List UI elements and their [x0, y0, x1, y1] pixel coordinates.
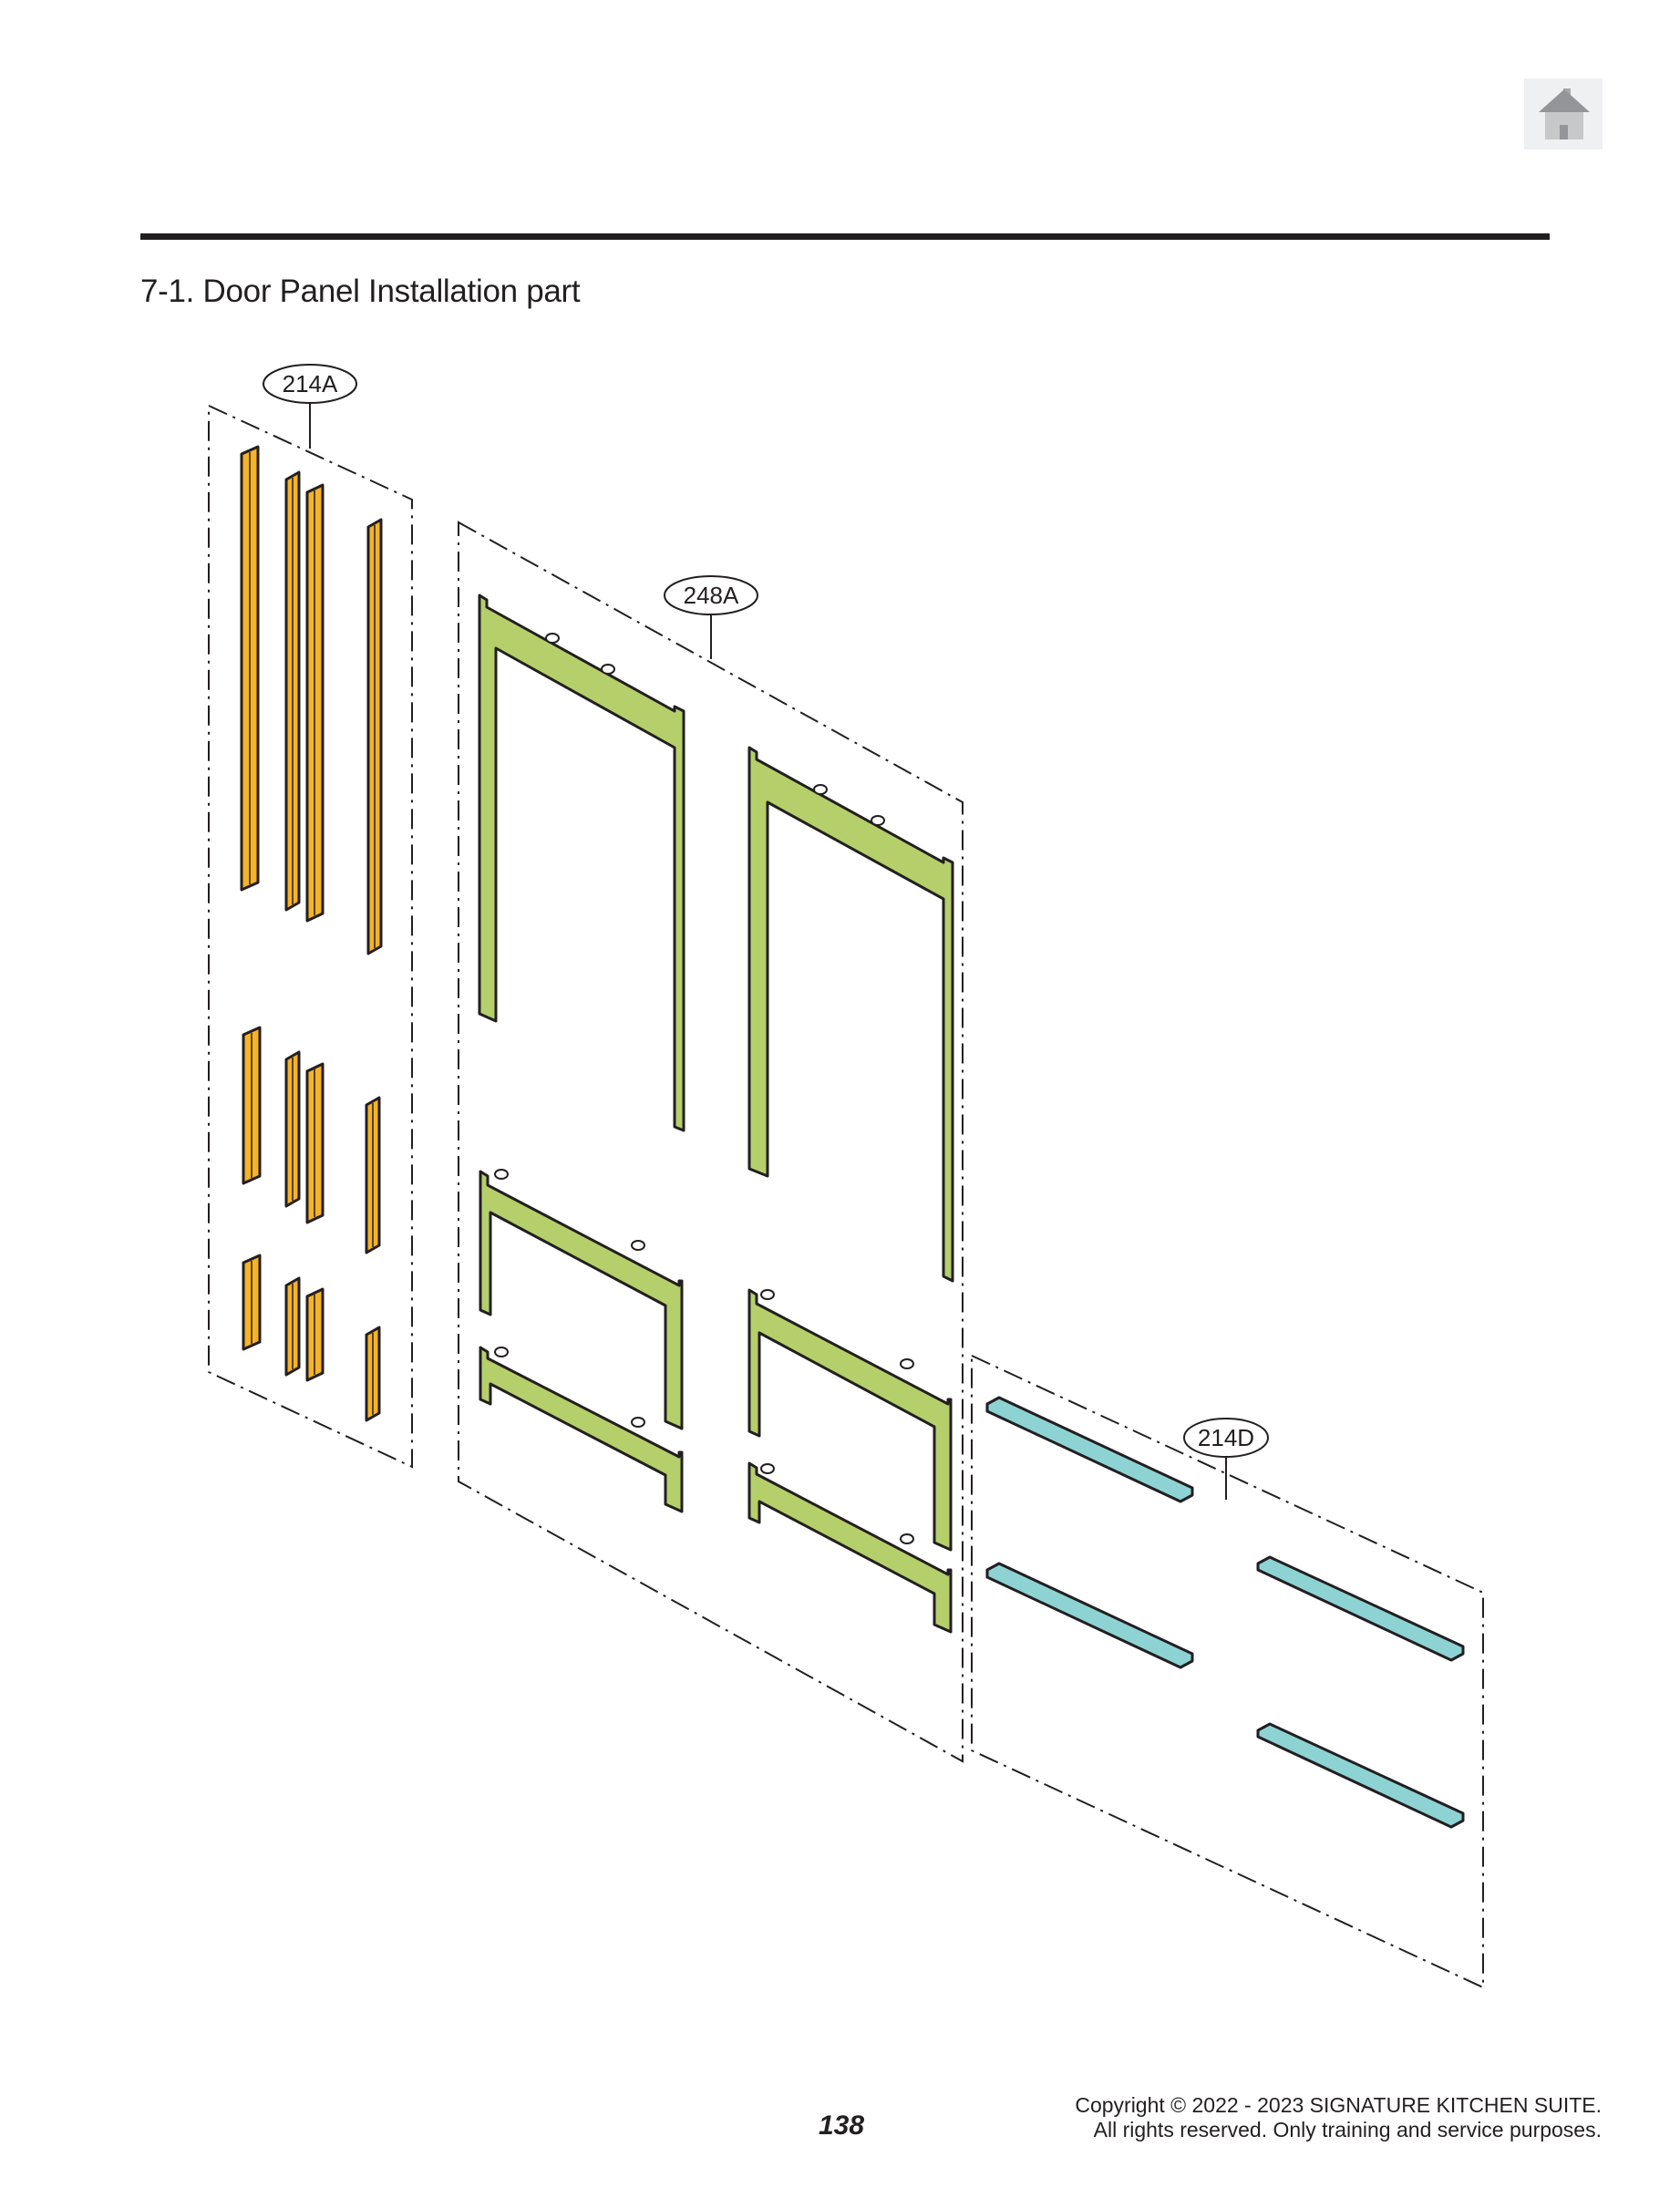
strips-214a [240, 445, 383, 1422]
brackets-248a [478, 593, 954, 1634]
svg-text:248A: 248A [684, 582, 739, 609]
callout-214d[interactable]: 214D [1183, 1418, 1269, 1500]
group-214a-boundary [208, 404, 413, 1469]
home-button[interactable] [1524, 78, 1603, 150]
copyright-notice: Copyright © 2022 - 2023 SIGNATURE KITCHE… [1075, 2093, 1602, 2142]
section-title: 7-1. Door Panel Installation part [140, 274, 581, 309]
group-214a: 214A [208, 364, 413, 1469]
group-214d: 214D [971, 1354, 1484, 1989]
svg-text:214A: 214A [283, 370, 338, 397]
strip-ridges-214a [249, 452, 376, 1415]
header-rule [140, 233, 1550, 240]
svg-text:214D: 214D [1198, 1424, 1254, 1451]
strips-214d [985, 1396, 1465, 1829]
copyright-line-1: Copyright © 2022 - 2023 SIGNATURE KITCHE… [1075, 2093, 1602, 2117]
bracket-tabs-248a [494, 633, 914, 1544]
home-icon [1539, 88, 1590, 139]
group-248a: 248A [458, 521, 964, 1763]
group-214d-boundary [971, 1354, 1484, 1989]
group-248a-boundary [458, 521, 964, 1763]
copyright-line-2: All rights reserved. Only training and s… [1093, 2118, 1602, 2142]
callout-214a[interactable]: 214A [263, 364, 357, 449]
page-number: 138 [819, 2111, 865, 2141]
callout-248a[interactable]: 248A [664, 575, 758, 659]
